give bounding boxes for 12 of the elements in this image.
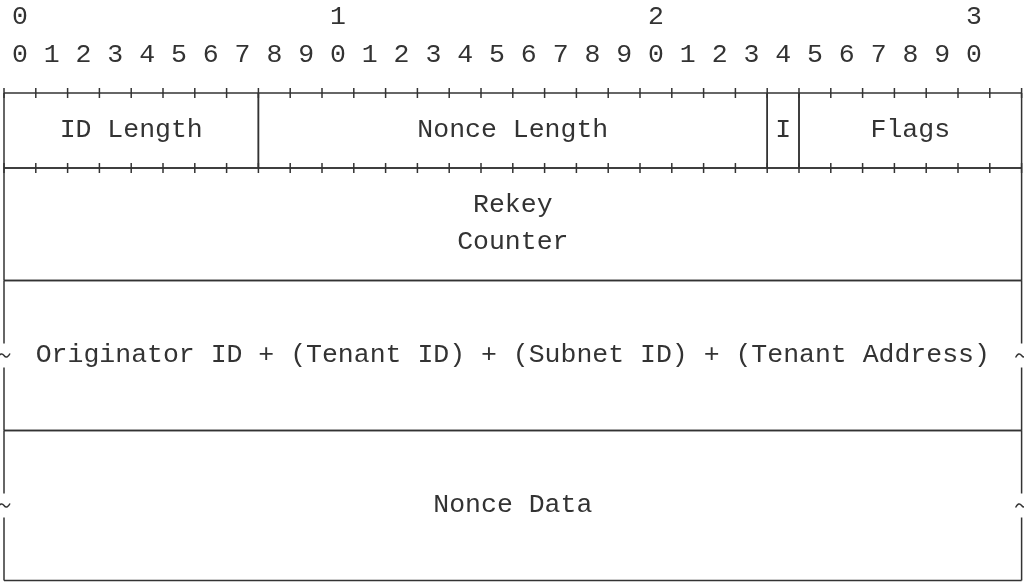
- bit-offset-number: 1: [329, 1, 346, 35]
- bit-offset-number: 3: [965, 1, 982, 35]
- bit-offset-number: 2: [647, 1, 664, 35]
- field-label: Nonce Length: [417, 113, 609, 147]
- field-label: ID Length: [59, 113, 203, 147]
- field-label: Nonce Data: [433, 488, 593, 522]
- field-label: I: [775, 113, 792, 147]
- field-label: Flags: [870, 113, 951, 147]
- bit-index-row-text: 0 1 2 3 4 5 6 7 8 9 0 1 2 3 4 5 6 7 8 9 0 1 2 3 4 5 6 7 8 9 0: [11, 38, 982, 72]
- bit-offset-number: 0: [11, 1, 28, 35]
- field-label: Originator ID + (Tenant ID) + (Subnet ID) + (Tenant Address): [35, 338, 990, 372]
- field-label: Rekey Counter: [456, 188, 570, 260]
